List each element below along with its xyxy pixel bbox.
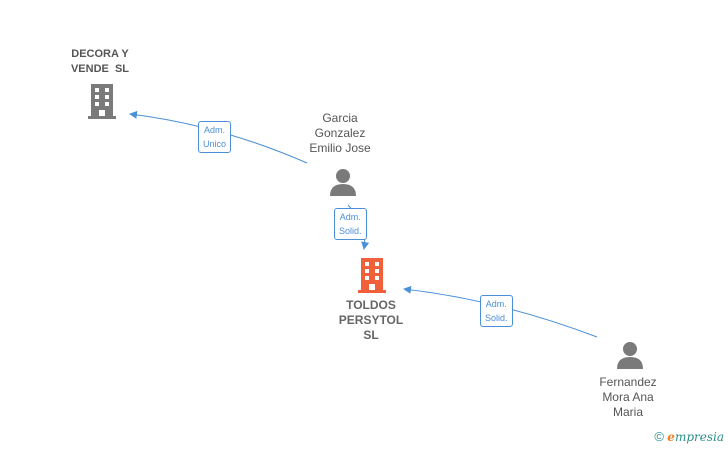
person-icon[interactable] <box>615 340 645 370</box>
building-icon[interactable] <box>86 84 118 120</box>
fernandez-line3: Maria <box>612 405 643 419</box>
fernandez-line1: Fernandez <box>599 375 657 389</box>
relation-type: Solid. <box>485 313 508 323</box>
node-label-decora[interactable]: DECORA Y VENDE SL <box>55 47 145 77</box>
decora-line2: VENDE SL <box>70 63 130 75</box>
brand-footer[interactable]: © empresia <box>654 429 724 444</box>
fernandez-line2: Mora Ana <box>602 390 654 404</box>
relation-role: Adm. <box>204 125 226 135</box>
copyright-icon: © <box>654 429 664 444</box>
garcia-line3: Emilio Jose <box>309 141 371 155</box>
relation-badge-garcia-decora[interactable]: Adm. Unico <box>198 121 232 153</box>
brand-name: mpresia <box>674 430 724 444</box>
node-label-toldos[interactable]: TOLDOS PERSYTOL SL <box>326 298 416 343</box>
person-icon[interactable] <box>328 167 358 197</box>
node-label-fernandez[interactable]: Fernandez Mora Ana Maria <box>583 375 673 420</box>
relation-role: Adm. <box>485 299 507 309</box>
toldos-line2: PERSYTOL <box>338 313 404 327</box>
relation-role: Adm. <box>339 212 361 222</box>
brand-initial: e <box>667 430 675 444</box>
building-icon[interactable] <box>356 258 388 294</box>
relation-type: Solid. <box>339 226 362 236</box>
relation-badge-fernandez-toldos[interactable]: Adm. Solid. <box>480 295 513 327</box>
toldos-line3: SL <box>363 328 379 342</box>
relation-badge-garcia-toldos[interactable]: Adm. Solid. <box>334 208 367 240</box>
decora-line1: DECORA Y <box>71 48 129 60</box>
node-label-garcia[interactable]: Garcia Gonzalez Emilio Jose <box>295 111 385 156</box>
garcia-line1: Garcia <box>322 111 358 125</box>
relation-type: Unico <box>203 139 227 149</box>
toldos-line1: TOLDOS <box>346 298 396 312</box>
garcia-line2: Gonzalez <box>314 126 366 140</box>
